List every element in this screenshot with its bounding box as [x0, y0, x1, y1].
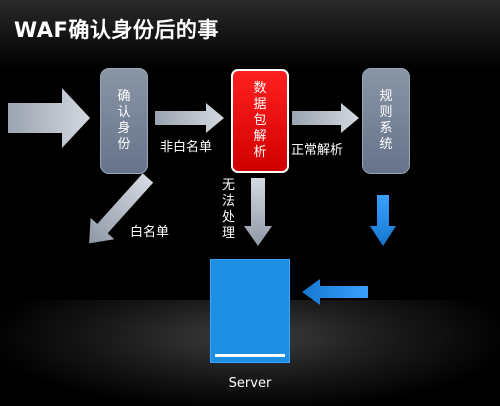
- server-bar: [215, 354, 285, 357]
- rules-box-label: 规则系统: [379, 89, 393, 152]
- arrow-whitelist-to-server: [89, 173, 154, 244]
- arrow-identify-to-parse: [155, 103, 224, 133]
- label-cannot-process: 无法处理: [222, 178, 236, 241]
- header-band: [0, 0, 500, 70]
- label-normal-parse: 正常解析: [291, 143, 344, 158]
- label-whitelist: 白名单: [130, 225, 170, 240]
- label-non-whitelist: 非白名单: [160, 140, 213, 155]
- parse-box: 数据包解析: [231, 69, 289, 173]
- arrow-parse-to-server: [244, 178, 272, 246]
- server-box: [210, 259, 290, 363]
- incoming-arrow: [8, 88, 90, 148]
- identify-box: 确认身份: [100, 68, 148, 174]
- parse-box-label: 数据包解析: [253, 81, 267, 160]
- arrow-parse-to-rules: [292, 103, 359, 133]
- identify-box-label: 确认身份: [117, 89, 131, 152]
- page-title: WAF确认身份后的事: [14, 18, 219, 42]
- server-label: Server: [228, 376, 272, 391]
- arrow-rules-down: [370, 195, 396, 246]
- arrow-back-to-server: [302, 279, 368, 305]
- rules-box: 规则系统: [362, 68, 410, 174]
